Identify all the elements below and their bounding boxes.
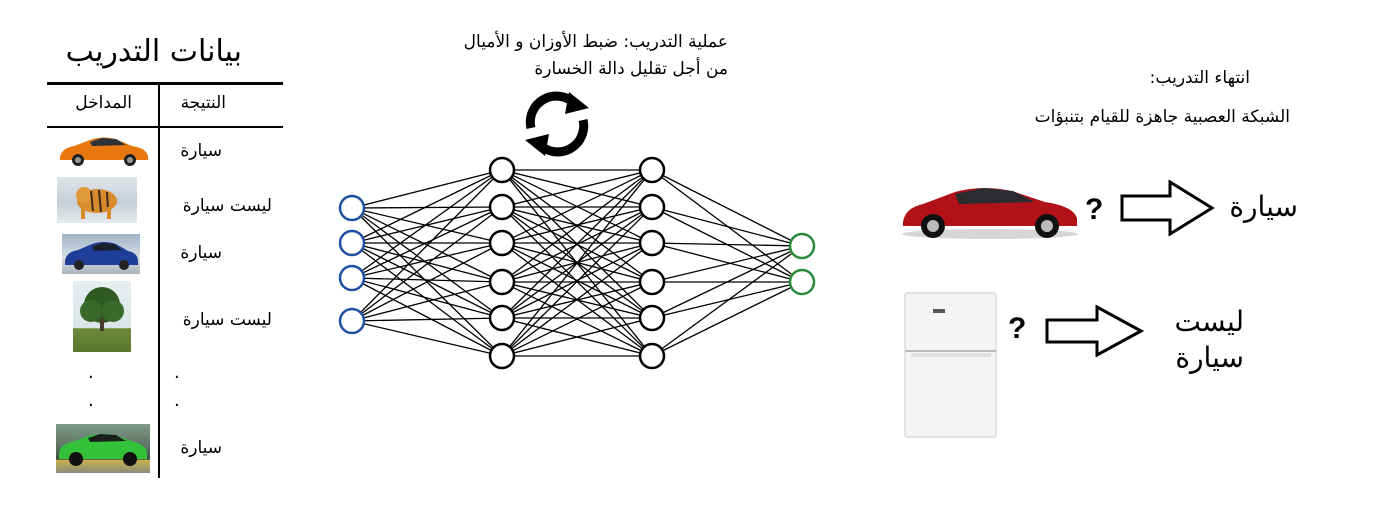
network-connection: [351, 242, 503, 322]
training-data-title: بيانات التدريب: [65, 34, 242, 69]
network-connection: [651, 169, 803, 247]
question-mark-1: ?: [1085, 193, 1104, 226]
training-end-subtitle: الشبكة العصبية جاهزة للقيام بتنبؤات: [1034, 107, 1290, 127]
network-connection: [501, 169, 653, 283]
neural-network-diagram: [338, 156, 816, 370]
hidden-neuron: [488, 304, 516, 332]
prediction-answer-2-line-1: ليست: [1174, 305, 1244, 338]
network-connection: [501, 242, 653, 357]
training-process-text: عملية التدريب: ضبط الأوزان و الأميال من …: [408, 29, 728, 83]
refrigerator-image: [903, 291, 998, 439]
network-connection: [351, 320, 503, 357]
table-header-rule: [47, 126, 283, 128]
output-neuron: [788, 268, 816, 296]
result-row-2: ليست سيارة: [182, 196, 272, 216]
green-car-image: [56, 424, 150, 473]
table-column-divider: [158, 84, 160, 478]
arrow-right-icon: [1045, 305, 1145, 357]
result-row-5: سيارة: [180, 438, 222, 458]
hidden-neuron: [488, 193, 516, 221]
refresh-cycle-icon: [525, 91, 589, 157]
network-connection: [651, 245, 803, 283]
input-neuron: [338, 194, 366, 222]
network-connection: [351, 169, 503, 279]
network-connection: [351, 206, 503, 244]
hidden-neuron: [638, 193, 666, 221]
network-connection: [351, 277, 503, 283]
network-connection: [351, 242, 503, 283]
network-connection: [501, 169, 653, 319]
ellipsis-dot: .: [88, 362, 94, 383]
hidden-neuron: [488, 342, 516, 370]
prediction-answer-2-line-2: سيارة: [1175, 341, 1244, 374]
red-car-image: [895, 178, 1085, 242]
network-connection: [351, 206, 503, 209]
network-connection: [651, 281, 803, 319]
network-connection: [651, 281, 803, 357]
network-connection: [351, 169, 503, 244]
network-connection: [351, 169, 503, 209]
network-connection: [501, 242, 653, 319]
prediction-answer-1: سيارة: [1229, 190, 1298, 223]
ellipsis-dot: .: [174, 390, 180, 411]
hidden-neuron: [638, 268, 666, 296]
training-end-title: انتهاء التدريب:: [1149, 68, 1250, 88]
network-connection: [651, 206, 803, 247]
training-process-line-1: عملية التدريب: ضبط الأوزان و الأميال: [463, 32, 728, 52]
training-process-line-2: من أجل تقليل دالة الخسارة: [534, 59, 728, 79]
result-row-4: ليست سيارة: [182, 310, 272, 330]
hidden-neuron: [638, 229, 666, 257]
network-connection: [351, 169, 503, 322]
network-connection: [501, 169, 653, 357]
network-connection: [351, 317, 503, 322]
network-connection: [351, 206, 503, 322]
prediction-answer-2: ليست سيارة: [1160, 304, 1244, 376]
network-connection: [501, 169, 653, 208]
hidden-neuron: [638, 342, 666, 370]
network-connection: [501, 317, 653, 357]
network-connection: [351, 281, 503, 322]
ellipsis-dot: .: [88, 390, 94, 411]
network-connection: [351, 277, 503, 319]
hidden-neuron: [488, 268, 516, 296]
hidden-neuron: [638, 156, 666, 184]
column-header-result: النتيجة: [180, 93, 226, 113]
output-neuron: [788, 232, 816, 260]
network-connection: [351, 242, 503, 279]
arrow-right-icon: [1120, 180, 1215, 236]
network-connection: [351, 242, 503, 357]
network-connection: [651, 242, 803, 283]
tiger-image: [57, 177, 137, 223]
network-connection: [651, 242, 803, 247]
network-connection: [501, 206, 653, 357]
hidden-neuron: [488, 229, 516, 257]
network-connection: [351, 206, 503, 279]
tree-image: [73, 281, 131, 352]
ellipsis-dot: .: [174, 362, 180, 383]
input-neuron: [338, 307, 366, 335]
result-row-1: سيارة: [180, 141, 222, 161]
column-header-inputs: المداخل: [75, 93, 132, 113]
network-connection: [501, 169, 653, 244]
network-connection: [501, 281, 653, 357]
table-top-rule: [47, 82, 283, 85]
hidden-neuron: [638, 304, 666, 332]
orange-car-image: [56, 131, 152, 169]
network-connection: [651, 245, 803, 357]
question-mark-2: ?: [1008, 312, 1027, 345]
network-connection: [501, 206, 653, 244]
network-connection: [651, 245, 803, 319]
result-row-3: سيارة: [180, 243, 222, 263]
blue-car-image: [62, 234, 140, 274]
input-neuron: [338, 264, 366, 292]
network-connection: [351, 277, 503, 357]
input-neuron: [338, 229, 366, 257]
hidden-neuron: [488, 156, 516, 184]
